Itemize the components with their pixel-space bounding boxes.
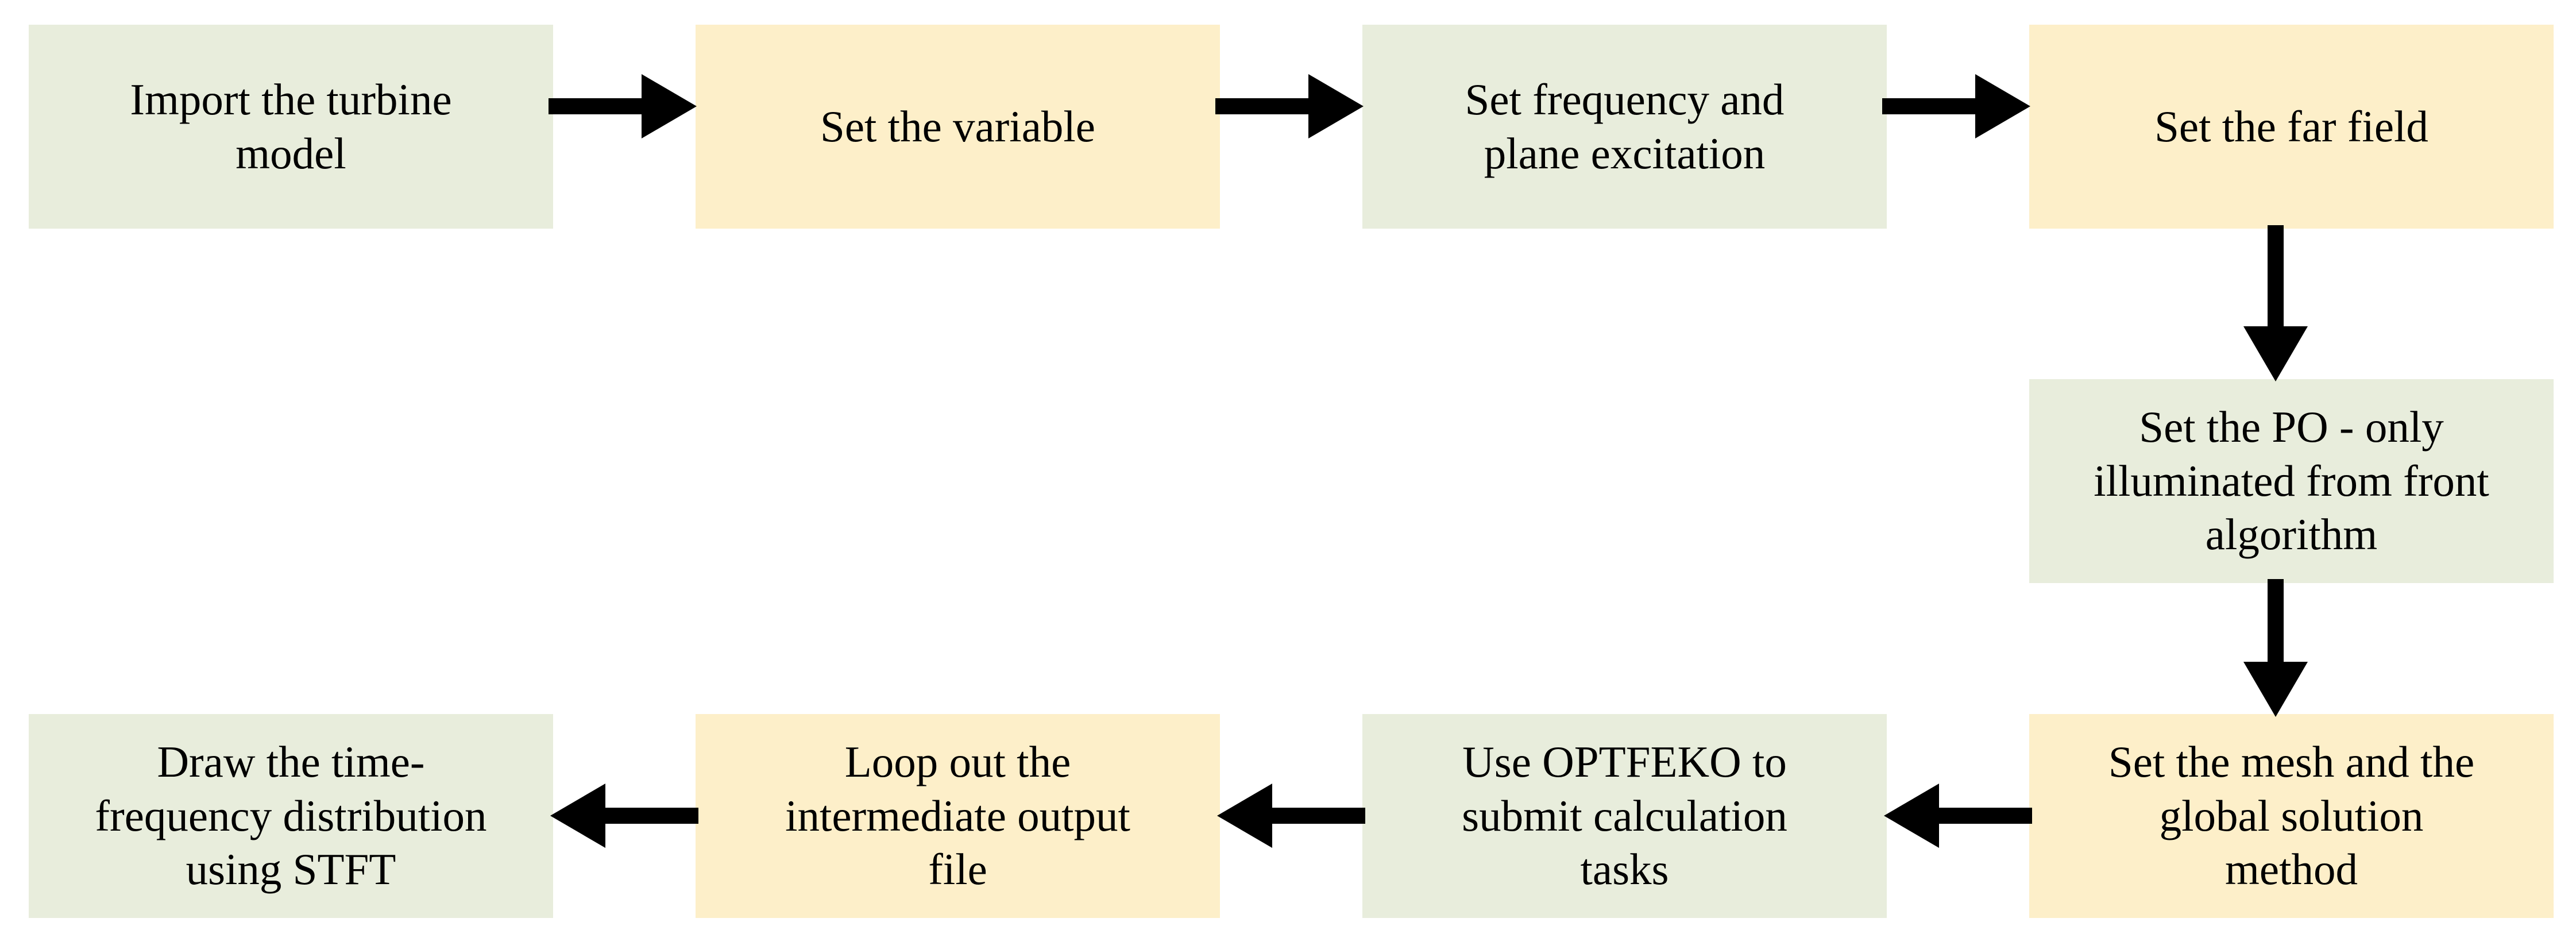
flowchart-node-set-the-variable[interactable]: Set the variable (696, 25, 1220, 229)
flowchart-node-set-po-only-illuminated-from-front-algorithm[interactable]: Set the PO - only illuminated from front… (2029, 379, 2554, 583)
flowchart-node-draw-time-frequency-distribution-using-stft[interactable]: Draw the time- frequency distribution us… (29, 714, 553, 918)
flowchart-arrow-import-to-variable (549, 74, 697, 138)
flowchart-arrow-farfield-to-po (2243, 225, 2308, 381)
flowchart-arrow-loop-to-draw (550, 784, 698, 848)
flowchart-node-label: Loop out the intermediate output file (785, 736, 1130, 894)
flowchart-arrow-frequency-to-farfield (1882, 74, 2030, 138)
flowchart-node-label: Set frequency and plane excitation (1465, 74, 1785, 178)
flowchart-node-set-mesh-and-global-solution-method[interactable]: Set the mesh and the global solution met… (2029, 714, 2554, 918)
flowchart-arrow-optfeko-to-loop (1217, 784, 1365, 848)
flowchart-node-label: Set the PO - only illuminated from front… (2094, 402, 2489, 560)
flowchart-node-label: Import the turbine model (130, 74, 452, 178)
flowchart-arrow-mesh-to-optfeko (1884, 784, 2032, 848)
flowchart-node-import-turbine-model[interactable]: Import the turbine model (29, 25, 553, 229)
flowchart-node-loop-out-intermediate-output-file[interactable]: Loop out the intermediate output file (696, 714, 1220, 918)
flowchart-node-set-frequency-and-plane-excitation[interactable]: Set frequency and plane excitation (1362, 25, 1887, 229)
flowchart-arrow-po-to-mesh (2243, 579, 2308, 717)
flowchart-node-use-optfeko-to-submit-calculation-tasks[interactable]: Use OPTFEKO to submit calculation tasks (1362, 714, 1887, 918)
flowchart-node-label: Set the far field (2154, 101, 2428, 151)
flowchart-node-label: Set the mesh and the global solution met… (2108, 736, 2475, 894)
flowchart-node-label: Use OPTFEKO to submit calculation tasks (1462, 736, 1787, 894)
flowchart-node-label: Draw the time- frequency distribution us… (95, 736, 487, 894)
flowchart-node-label: Set the variable (820, 101, 1095, 151)
flowchart-node-set-the-far-field[interactable]: Set the far field (2029, 25, 2554, 229)
flowchart-arrow-variable-to-frequency (1215, 74, 1364, 138)
